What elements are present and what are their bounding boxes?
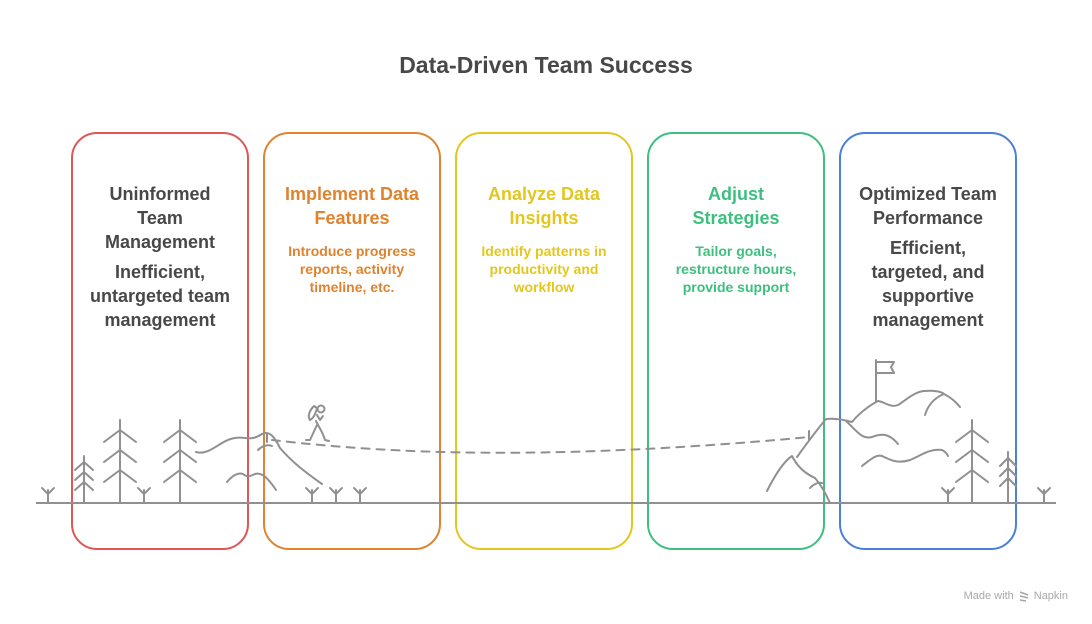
card-description: Introduce progress reports, activity tim… [288, 243, 416, 295]
stage-card-implement: Implement Data Features Introduce progre… [263, 132, 441, 550]
grass-icon [941, 487, 955, 504]
mountain-icon [766, 455, 831, 504]
page-title: Data-Driven Team Success [399, 52, 693, 78]
grass-icon [137, 487, 151, 504]
card-description: Efficient, targeted, and supportive mana… [871, 238, 985, 330]
grass-icon [41, 487, 55, 504]
napkin-logo-icon [1019, 591, 1029, 602]
grass-icon [329, 487, 343, 504]
card-heading: Uninformed Team Management [104, 184, 216, 252]
napkin-watermark[interactable]: Made with Napkin [964, 590, 1068, 602]
hill-icon [257, 444, 273, 451]
card-description: Identify patterns in productivity and wo… [481, 243, 607, 295]
card-heading: Implement Data Features [284, 184, 420, 228]
stage-card-adjust: Adjust Strategies Tailor goals, restruct… [647, 132, 825, 550]
stage-card-optimized: Optimized Team Performance Efficient, ta… [839, 132, 1017, 550]
card-description: Tailor goals, restructure hours, provide… [675, 243, 797, 295]
grass-icon [353, 487, 367, 504]
made-with-label: Made with [963, 590, 1014, 602]
mountain-icon [861, 448, 949, 467]
grass-icon [305, 487, 319, 504]
hill-icon [226, 472, 277, 491]
mountain-icon [845, 420, 899, 445]
mountain-icon [924, 393, 945, 416]
flag-icon [875, 359, 895, 403]
card-heading: Analyze Data Insights [487, 184, 601, 228]
trail-path [271, 436, 811, 454]
card-heading: Optimized Team Performance [859, 184, 997, 228]
mountain-icon [809, 481, 823, 489]
card-heading: Adjust Strategies [692, 184, 780, 228]
tree-icon [103, 419, 137, 504]
card-description: Inefficient, untargeted team management [89, 262, 231, 330]
tree-icon [999, 451, 1017, 504]
mountain-icon [796, 389, 961, 458]
tree-icon [163, 419, 197, 504]
grass-icon [1037, 487, 1051, 504]
napkin-brand-label: Napkin [1033, 590, 1068, 602]
tree-icon [74, 455, 94, 504]
stage-card-uninformed: Uninformed Team Management Inefficient, … [71, 132, 249, 550]
stage-card-analyze: Analyze Data Insights Identify patterns … [455, 132, 633, 550]
tree-icon [955, 419, 989, 504]
hill-icon [195, 432, 323, 485]
hiker-icon [305, 404, 330, 442]
